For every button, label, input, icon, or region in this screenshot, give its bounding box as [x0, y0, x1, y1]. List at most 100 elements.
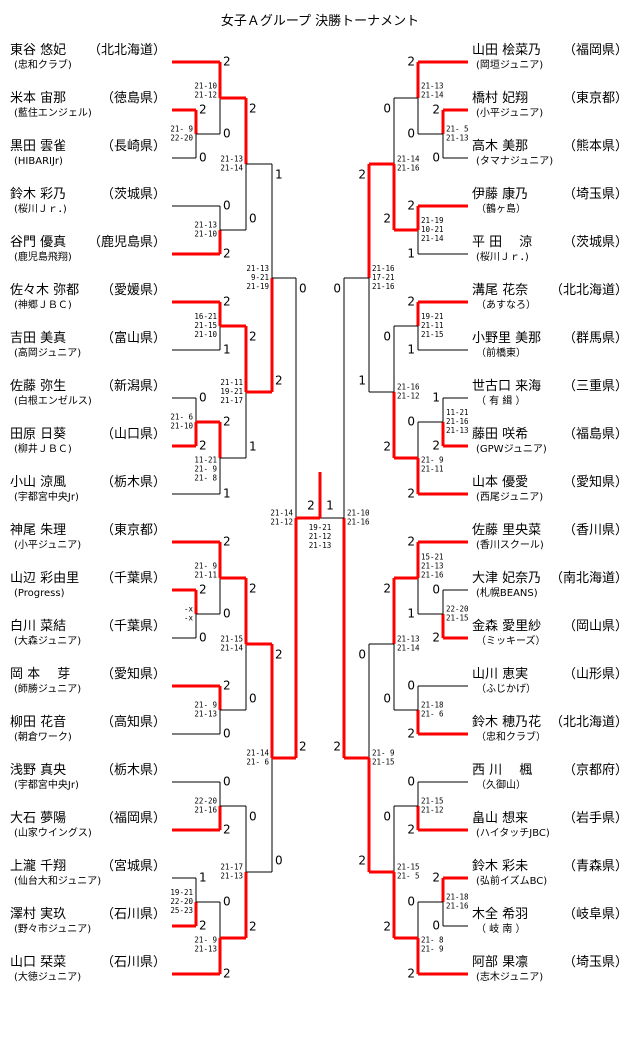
game-score: 21-13	[220, 872, 243, 881]
final-game-score: 21-13	[309, 541, 332, 550]
match-score: 2	[249, 102, 257, 116]
player-name: 高木 美那	[472, 139, 529, 154]
game-score: 21- 8	[421, 936, 444, 945]
final-game-score: 19-21	[309, 523, 332, 532]
player-entry: 米本 宙那（徳島県）(藍住エンジェル)	[10, 91, 166, 127]
match-score: 1	[275, 168, 283, 182]
game-score: 22-20	[170, 897, 193, 906]
game-score: 21-11	[421, 321, 444, 330]
player-name: 神尾 朱理	[10, 523, 67, 538]
player-club: （ふじかげ）	[476, 684, 536, 695]
player-name-row: 山本 優愛（愛知県）	[472, 475, 628, 491]
player-name-row: 米本 宙那（徳島県）	[10, 91, 166, 107]
player-club: (桜川Ｊｒ．)	[476, 252, 529, 263]
game-score: 21-16	[397, 383, 420, 392]
player-name-row: 鈴木 彩未（青森県）	[472, 859, 628, 875]
match-score: 2	[199, 439, 207, 453]
player-entry: 神尾 朱理（東京都）(小平ジュニア)	[10, 523, 166, 559]
player-prefecture: （北北海道）	[549, 283, 628, 298]
player-prefecture: （京都府）	[562, 763, 628, 778]
player-entry: 平 田 涼（茨城県）(桜川Ｊｒ．)	[472, 235, 628, 271]
game-score: 21- 9	[170, 125, 193, 134]
player-name-row: 溝尾 花奈（北北海道）	[472, 283, 628, 299]
player-prefecture: （茨城県）	[100, 187, 166, 202]
player-entry: 山本 優愛（愛知県）(西尾ジュニア)	[472, 475, 628, 511]
player-prefecture: （熊本県）	[562, 139, 628, 154]
player-entry: 白川 菜結（千葉県）(大森ジュニア)	[10, 619, 166, 655]
game-score: 21- 9	[194, 562, 217, 571]
player-entry: 山辺 彩由里（千葉県）(Progress)	[10, 571, 166, 607]
match-score: 0	[407, 775, 415, 789]
player-entry: 藤田 咲希（福島県）(GPWジュニア)	[472, 427, 628, 463]
player-name: 東谷 悠妃	[10, 43, 67, 58]
player-club: (神郷ＪＢＣ)	[14, 300, 72, 311]
player-prefecture: （山口県）	[100, 427, 166, 442]
player-name-row: 浅野 真央（栃木県）	[10, 763, 166, 779]
match-score: 2	[432, 631, 440, 645]
game-score: 21-14	[397, 644, 420, 653]
player-name: 澤村 実玖	[10, 907, 67, 922]
game-score: 21-13	[421, 82, 444, 91]
game-score: 21-11	[194, 571, 217, 580]
game-score: 21-16	[194, 806, 217, 815]
match-score: 2	[407, 55, 415, 69]
game-score: 21-14	[246, 749, 269, 758]
player-club: (野々市ジュニア)	[14, 924, 92, 935]
player-name-row: 山川 恵実（山形県）	[472, 667, 628, 683]
player-prefecture: （愛媛県）	[100, 283, 166, 298]
player-name: 吉田 美真	[10, 331, 67, 346]
game-score: 15-21	[421, 553, 444, 562]
player-name-row: 小山 涼風（栃木県）	[10, 475, 166, 491]
player-club: (香川スクール)	[476, 540, 544, 551]
player-name: 橋村 妃翔	[472, 91, 529, 106]
player-name-row: 柳田 花音（高知県）	[10, 715, 166, 731]
player-name: 山本 優愛	[472, 475, 529, 490]
player-prefecture: （福岡県）	[100, 811, 166, 826]
player-entry: 吉田 美真（富山県）(高岡ジュニア)	[10, 331, 166, 367]
game-score: 21-15	[421, 330, 444, 339]
match-score: 2	[333, 740, 341, 754]
match-score: 2	[383, 582, 391, 596]
player-club: (ハイタッチJBC)	[476, 828, 550, 839]
game-score: 21- 6	[170, 413, 193, 422]
player-name: 佐々木 弥都	[10, 283, 80, 298]
match-score: 1	[407, 343, 415, 357]
player-entry: 橋村 妃翔（東京都）(小平ジュニア)	[472, 91, 628, 127]
player-name-row: 西 川 楓（京都府）	[472, 763, 628, 779]
player-club: (岡垣ジュニア)	[476, 60, 544, 71]
player-prefecture: （茨城県）	[562, 235, 628, 250]
player-club: (弘前イズムBC)	[476, 876, 548, 887]
page-title: 女子Ａグループ 決勝トーナメント	[220, 14, 420, 29]
player-club: (山家ウイングス)	[14, 828, 92, 839]
player-name-row: 澤村 実玖（石川県）	[10, 907, 166, 923]
game-score: 21- 9	[421, 456, 444, 465]
player-name: 岡 本 芽	[10, 667, 71, 682]
game-score: 21- 9	[194, 936, 217, 945]
game-score: 21-15	[446, 614, 469, 623]
player-name: 佐藤 弥生	[10, 379, 67, 394]
player-prefecture: （山形県）	[562, 667, 628, 682]
player-prefecture: （岐阜県）	[562, 907, 628, 922]
player-prefecture: （埼玉県）	[562, 955, 628, 970]
player-prefecture: （千葉県）	[100, 571, 166, 586]
match-score: 2	[199, 103, 207, 117]
game-score: 21-10	[170, 422, 193, 431]
player-name-row: 黒田 雲雀（長崎県）	[10, 139, 166, 155]
player-prefecture: （栃木県）	[100, 475, 166, 490]
final-game-score: 21-12	[309, 532, 332, 541]
game-score: 21- 5	[446, 125, 469, 134]
player-prefecture: （北北海道）	[87, 43, 166, 58]
player-entry: 高木 美那（熊本県）(タマナジュニア)	[472, 139, 628, 175]
player-prefecture: （南北海道）	[549, 571, 628, 586]
player-name-row: 大津 妃奈乃（南北海道）	[472, 571, 628, 587]
match-score: 0	[383, 102, 391, 116]
match-score: 0	[223, 727, 231, 741]
player-name-row: 小野里 美那（群馬県）	[472, 331, 628, 347]
player-prefecture: （東京都）	[100, 523, 166, 538]
player-entry: 澤村 実玖（石川県）(野々市ジュニア)	[10, 907, 166, 943]
player-name: 山田 桧菜乃	[472, 43, 542, 58]
match-score: 1	[223, 343, 231, 357]
game-score: 21-13	[397, 635, 420, 644]
match-score: 0	[199, 631, 207, 645]
player-prefecture: （岩手県）	[562, 811, 628, 826]
